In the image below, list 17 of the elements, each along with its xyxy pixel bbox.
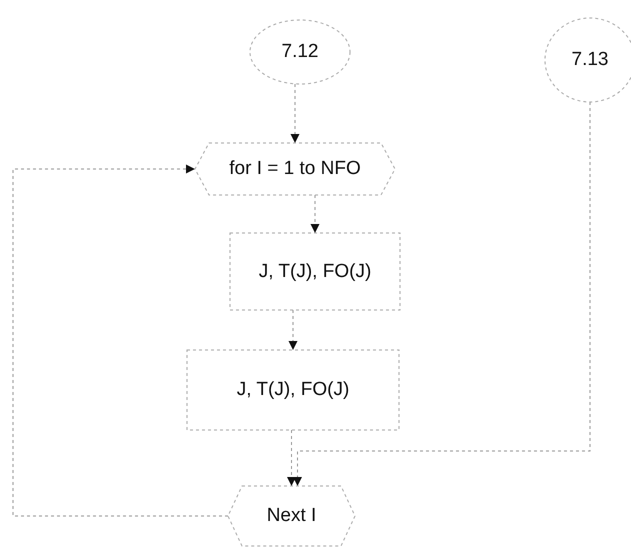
loop-hexagon — [195, 143, 395, 195]
node-label: J, T(J), FO(J) — [258, 260, 372, 282]
node-label: for I = 1 to NFO — [229, 158, 361, 180]
node-label: 7.13 — [572, 49, 608, 71]
connector-circle — [250, 20, 350, 84]
arrow — [288, 310, 298, 350]
process-box — [230, 233, 400, 310]
arrow — [287, 430, 296, 486]
arrow — [310, 194, 320, 234]
process-box — [187, 350, 399, 430]
loop-hexagon — [228, 486, 355, 546]
arrow — [12, 164, 228, 516]
node-label: 7.12 — [282, 41, 318, 63]
node-label: J, T(J), FO(J) — [236, 379, 350, 401]
arrow — [293, 102, 590, 486]
node-label: Next I — [266, 505, 316, 527]
arrow — [290, 84, 300, 144]
